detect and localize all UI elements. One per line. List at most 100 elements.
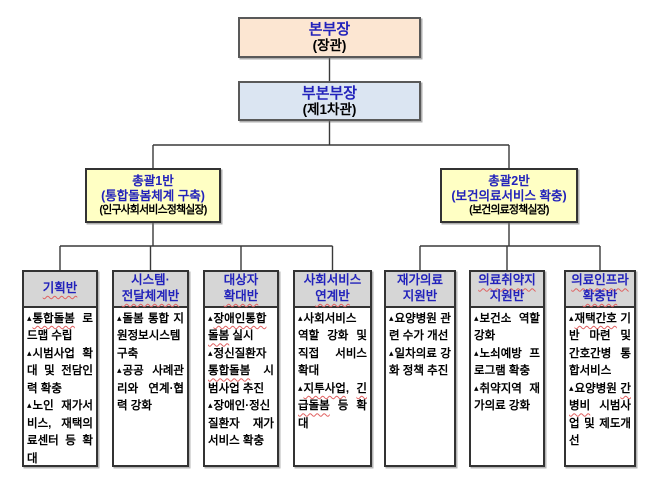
bullet-item: ▴일차의료 강화 정책 추진	[389, 346, 451, 381]
text-segment: 지원반	[402, 289, 438, 303]
text-segment: 등 확대	[298, 400, 367, 430]
spellcheck-marked-text: 지투사업	[303, 382, 346, 395]
bullet-item: ▴노쇠예방 프로그램 확충	[474, 346, 540, 381]
text-segment: 일차의료 강화 정책 추진	[389, 347, 451, 378]
bullet-triangle-icon: ▴	[474, 313, 479, 323]
text-segment: 노쇠예방 프로그램 확충	[474, 347, 540, 378]
bullet-item: ▴요양병원 관련 수가 개선	[389, 311, 451, 346]
team-title-line: 대상자	[224, 273, 259, 289]
bullet-triangle-icon: ▴	[389, 347, 394, 358]
spellcheck-marked-text: 확대반	[223, 289, 259, 303]
bullet-triangle-icon: ▴	[117, 365, 122, 376]
team-title-line: 의료인프라	[571, 273, 629, 289]
bullet-triangle-icon: ▴	[208, 347, 213, 358]
team-title-line: 의료취약지	[478, 273, 536, 289]
root-title: 본부장	[308, 21, 351, 39]
bullet-item: ▴정신질환자 통합돌봄 시범사업 추진	[208, 346, 274, 398]
text-segment: 요양병원 관련 수가 개선	[389, 313, 451, 343]
team-body: ▴ 사회서비스 역할 강화 및 직접 서비스 확대▴지투사업, 긴급돌봄 등 확대	[295, 308, 370, 433]
bullet-triangle-icon: ▴	[117, 313, 122, 323]
connector-path	[59, 58, 601, 270]
text-segment: 정신질환자	[213, 347, 267, 360]
team-title-line: 확대반	[224, 289, 259, 305]
text-segment: 노인 재가서비스, 재택의료센터 등 확대	[27, 400, 93, 465]
group-1-chief: (인구사회서비스정책실장)	[99, 204, 207, 217]
team-title-line: 연계반	[315, 289, 350, 305]
text-segment: 재가의료	[396, 273, 443, 288]
spellcheck-marked-text: 의료취약지	[478, 273, 536, 288]
bullet-item: ▴취약지역 재가의료 강화	[474, 381, 540, 416]
root-box: 본부장 (장관)	[238, 17, 421, 58]
bullet-triangle-icon: ▴	[298, 382, 303, 393]
team-body: ▴장애인통합돌봄 실시▴정신질환자 통합돌봄 시범사업 추진▴장애인·정신질환자…	[205, 308, 277, 451]
bullet-triangle-icon: ▴	[27, 347, 32, 358]
spellcheck-marked-text: 간병비	[569, 382, 631, 413]
group-2-chief: (보건의료정책실장)	[469, 204, 549, 217]
group-2-mission: (보건의료서비스 확충)	[451, 188, 567, 203]
deputy-title: 부본부장	[301, 84, 358, 102]
bullet-triangle-icon: ▴	[208, 400, 213, 411]
spellcheck-marked-text: 장애인통합돌봄	[208, 313, 267, 343]
team-title-line: 지원반	[403, 289, 438, 305]
team-body: ▴통합돌봄 로드맵 수립▴시범사업 확대 및 전담인력 확충▴노인 재가서비스,…	[24, 308, 96, 468]
spellcheck-marked-text: 연계반	[315, 289, 350, 303]
team-title-line: 재가의료	[397, 273, 443, 289]
team-box-1: 기획반 ▴통합돌봄 로드맵 수립▴시범사업 확대 및 전담인력 확충▴노인 재가…	[22, 270, 98, 467]
team-title: 기획반	[24, 272, 96, 308]
team-title-line: 지원반	[490, 289, 525, 305]
bullet-triangle-icon: ▴	[569, 313, 574, 323]
bullet-triangle-icon: ▴	[569, 382, 574, 393]
text-segment: 시범사업 확대 및 전담인력 확충	[27, 347, 93, 395]
bullet-item: ▴장애인통합돌봄 실시	[208, 311, 274, 346]
team-box-2: 시스템·전달체계반 ▴돌봄 통합 지원정보시스템 구축▴공공 사례관리와 연계·…	[112, 270, 189, 467]
team-title-line: 시스템·	[131, 273, 170, 289]
team-body: ▴재택간호 기반 마련 및 간호간병 통합서비스▴요양병원 간병비 시범사업 및…	[566, 308, 634, 451]
text-segment: 장애인·정신질환자 재가서비스 확충	[208, 400, 274, 448]
spellcheck-marked-text: 전달체계반	[121, 289, 180, 303]
group-box-1: 총괄1반 (통합돌봄체계 구축) (인구사회서비스정책실장)	[85, 168, 221, 223]
bullet-triangle-icon: ▴	[389, 313, 394, 323]
team-body: ▴돌봄 통합 지원정보시스템 구축▴공공 사례관리와 연계·협력 강화	[114, 308, 187, 416]
bullet-triangle-icon: ▴	[474, 347, 479, 358]
bullet-item: ▴장애인·정신질환자 재가서비스 확충	[208, 398, 274, 450]
deputy-subtitle: (제1차관)	[302, 101, 357, 117]
bullet-item: ▴보건소 역할 강화	[474, 311, 540, 346]
spellcheck-marked-text: 통합돌봄	[32, 313, 75, 325]
text-segment: 지원반	[489, 289, 525, 303]
group-1-title: 총괄1반	[132, 173, 174, 188]
text-segment: 보건소 역할 강화	[474, 313, 540, 343]
text-segment: 공공 사례관리와 연계·협력 강화	[117, 365, 184, 413]
group-2-title: 총괄2반	[488, 173, 530, 188]
bullet-item: ▴공공 사례관리와 연계·협력 강화	[117, 363, 184, 415]
team-title-line: 전달체계반	[122, 289, 180, 305]
text-segment: 기반 마련 및 간호간병 통합서비스	[569, 313, 631, 378]
bullet-item: ▴시범사업 확대 및 전담인력 확충	[27, 346, 93, 398]
bullet-item: ▴노인 재가서비스, 재택의료센터 등 확대	[27, 398, 93, 468]
text-segment: 시스템·	[131, 273, 170, 288]
spellcheck-marked-text: 통합돌봄	[208, 365, 251, 378]
team-title-line: 기획반	[43, 281, 78, 297]
bullet-item: ▴지투사업, 긴급돌봄 등 확대	[298, 381, 367, 433]
bullet-triangle-icon: ▴	[27, 400, 32, 411]
bullet-triangle-icon: ▴	[27, 313, 32, 323]
team-body: ▴보건소 역할 강화▴노쇠예방 프로그램 확충▴취약지역 재가의료 강화	[471, 308, 543, 416]
text-segment: 사회서비스 역할 강화 및 직접 서비스 확대	[298, 313, 367, 378]
bullet-item: ▴통합돌봄 로드맵 수립	[27, 311, 93, 346]
text-segment: 취약지역 재가의료 강화	[474, 382, 540, 413]
bullet-item: ▴요양병원 간병비 시범사업 및 제도개선	[569, 381, 631, 451]
spellcheck-marked-text: 긴급돌봄	[298, 382, 367, 413]
bullet-item: ▴돌봄 통합 지원정보시스템 구축	[117, 311, 184, 363]
root-subtitle: (장관)	[312, 38, 347, 54]
text-segment: 돌봄 통합 지원정보시스템 구축	[117, 313, 184, 360]
text-segment: 로드맵 수립	[27, 313, 93, 343]
